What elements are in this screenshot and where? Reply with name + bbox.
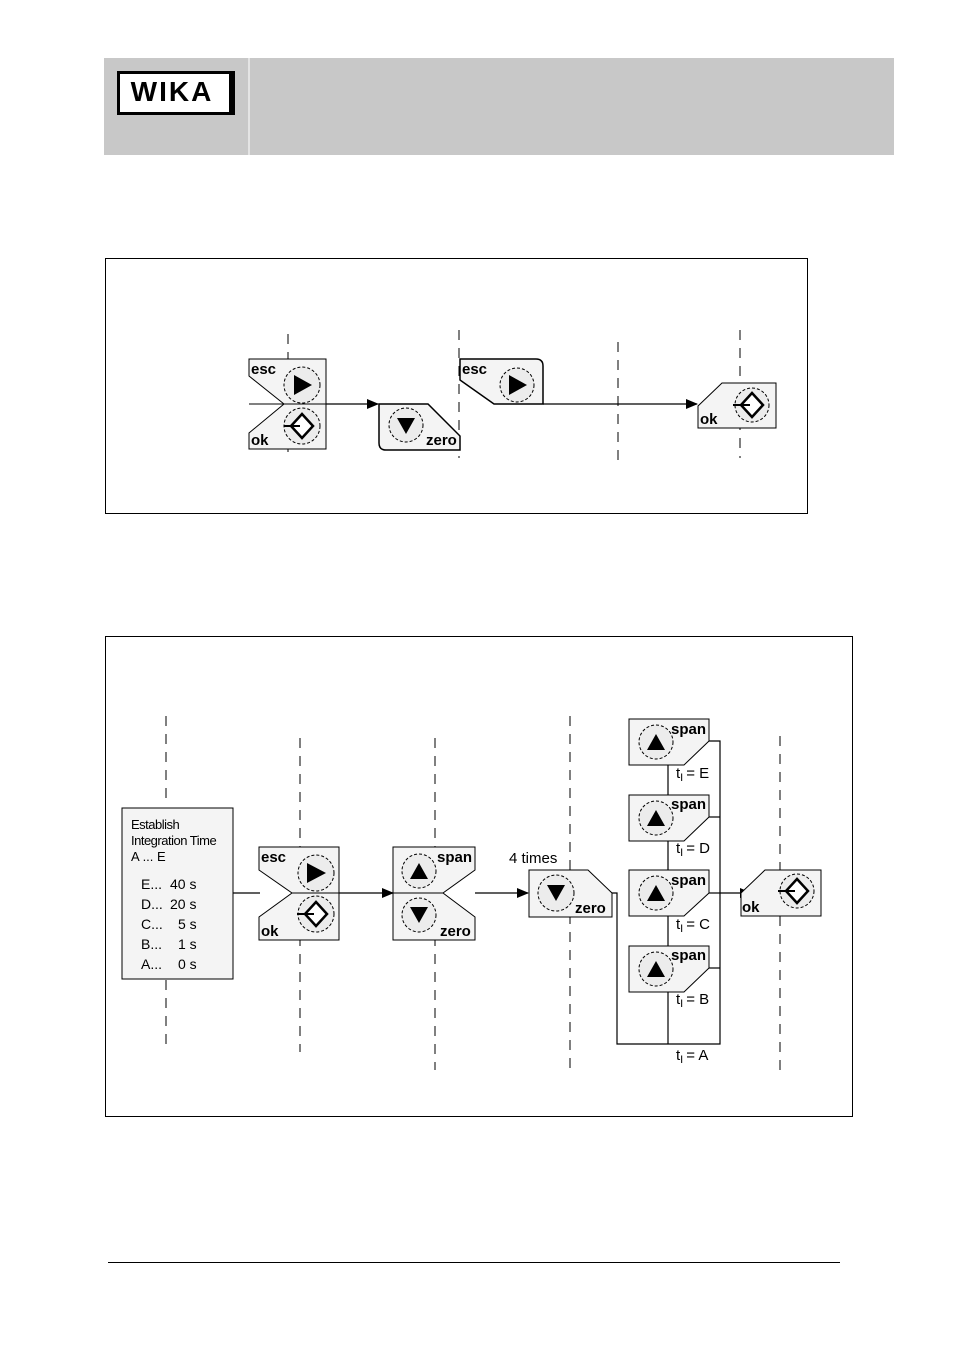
info-row-letter: C... — [141, 916, 163, 932]
info-row-value: 5 s — [178, 916, 197, 932]
d2-zero-label-2: zero — [575, 900, 606, 917]
d1-esc-ok-key[interactable]: esc ok — [249, 359, 326, 449]
info-title-1: Establish — [131, 817, 180, 832]
info-row-letter: E... — [141, 876, 162, 892]
ti-label: tI= C — [676, 916, 710, 935]
d2-span-key[interactable]: span — [629, 946, 709, 992]
span-key-label: span — [671, 947, 706, 964]
info-row-value: 40 s — [170, 876, 196, 892]
info-row-letter: B... — [141, 936, 162, 952]
svg-text:tI= A: tI= A — [676, 1047, 708, 1066]
info-row-letter: D... — [141, 896, 163, 912]
diagram2: Establish Integration Time A ... E E... … — [122, 716, 821, 1070]
d1-zero-label: zero — [426, 432, 457, 449]
svg-text:tI= B: tI= B — [676, 991, 709, 1010]
info-row-letter: A... — [141, 956, 162, 972]
info-row-value: 1 s — [178, 936, 197, 952]
d2-ok-key[interactable]: ok — [741, 870, 821, 916]
d2-span-key[interactable]: span — [629, 870, 709, 916]
d1-esc-label-2: esc — [462, 361, 487, 378]
d2-ok-label-final: ok — [742, 899, 760, 916]
diagram1: esc ok zero esc ok — [249, 330, 776, 462]
d2-zero-key[interactable]: zero — [529, 870, 612, 917]
info-title-2: Integration Time — [131, 833, 216, 848]
d1-ok-key[interactable]: ok — [698, 383, 776, 428]
span-key-label: span — [671, 721, 706, 738]
d2-span-key[interactable]: span — [629, 719, 709, 765]
footer-rule — [108, 1262, 840, 1263]
svg-text:tI= E: tI= E — [676, 765, 709, 784]
d1-zero-key[interactable]: zero — [379, 404, 460, 450]
info-row-value: 20 s — [170, 896, 196, 912]
ti-label: tI= D — [676, 840, 710, 859]
ti-label: tI= E — [676, 765, 709, 784]
d2-zero-label: zero — [440, 923, 471, 940]
d1-ok-label: ok — [251, 432, 269, 449]
svg-text:tI= D: tI= D — [676, 840, 710, 859]
d2-span-key[interactable]: span — [629, 795, 709, 841]
d2-esc-ok-key[interactable]: esc ok — [259, 847, 339, 940]
ti-label: tI= A — [676, 1047, 708, 1066]
d2-span-zero-key[interactable]: span zero — [393, 847, 475, 940]
d1-ok-label-2: ok — [700, 411, 718, 428]
d2-span-label: span — [437, 849, 472, 866]
ti-label: tI= B — [676, 991, 709, 1010]
info-title-3: A ... E — [131, 849, 166, 864]
d2-esc-label: esc — [261, 849, 286, 866]
span-key-label: span — [671, 872, 706, 889]
info-row-value: 0 s — [178, 956, 197, 972]
svg-text:tI= C: tI= C — [676, 916, 710, 935]
span-key-label: span — [671, 796, 706, 813]
d1-esc-key-2[interactable]: esc — [460, 359, 543, 404]
d2-ok-label: ok — [261, 923, 279, 940]
repeat-label: 4 times — [509, 850, 557, 867]
d2-info-box: Establish Integration Time A ... E E... … — [122, 808, 233, 979]
d1-esc-label: esc — [251, 361, 276, 378]
